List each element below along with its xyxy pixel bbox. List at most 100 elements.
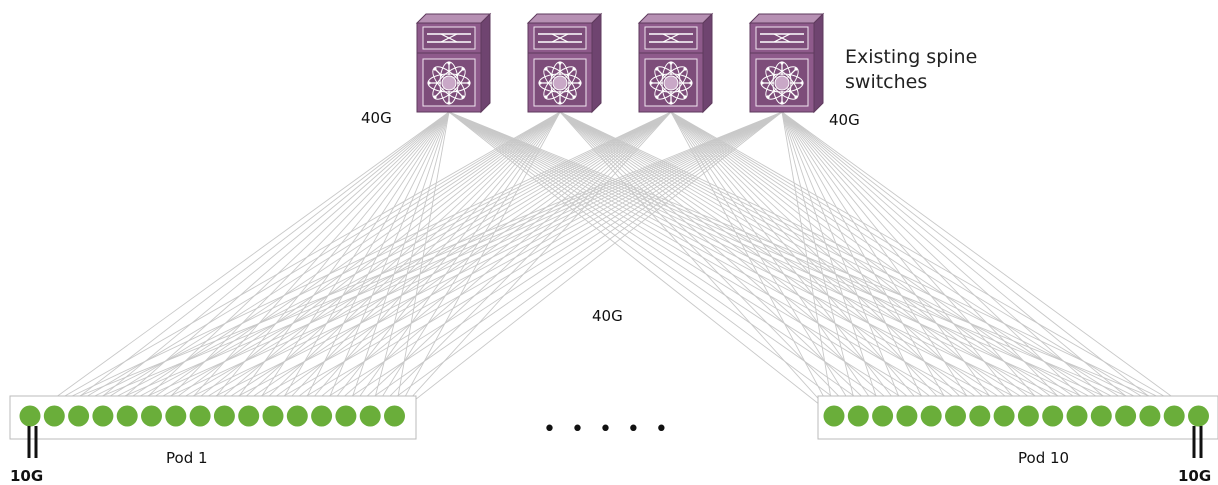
spine-leaf-link [78, 111, 672, 417]
spine-leaf-link [394, 111, 450, 417]
spine-leaf-link [126, 111, 450, 417]
leaf-switch [238, 405, 260, 427]
spine-label-line1: Existing spine [845, 46, 977, 68]
spine-leaf-link [670, 111, 1199, 417]
leaf-switch [311, 405, 333, 427]
spine-leaf-link [559, 111, 908, 417]
spine-leaf-link [781, 111, 884, 417]
spine-leaf-link [559, 111, 1175, 417]
leaf-switch [823, 405, 845, 427]
spine-leaf-link [78, 111, 561, 417]
spine-leaf-link [448, 111, 1102, 417]
leaf-switch [213, 405, 235, 427]
spine-leaf-link [369, 111, 561, 417]
leaf-switch [335, 405, 357, 427]
spine-leaf-link [781, 111, 1029, 417]
spine-leaf-link [248, 111, 783, 417]
leaf-switch [189, 405, 211, 427]
spine-leaf-link [448, 111, 835, 417]
spine-leaf-link [670, 111, 1126, 417]
spine-leaf-link [781, 111, 1151, 417]
spine-leaf-link [559, 111, 1078, 417]
spine-leaf-link [448, 111, 1151, 417]
spine-leaf-link [199, 111, 561, 417]
spine-leaf-link [394, 111, 783, 417]
spine-leaf-link [670, 111, 908, 417]
spine-leaf-link [272, 111, 783, 417]
spine-leaf-link [781, 111, 835, 417]
leaf-switch [116, 405, 138, 427]
spine-switch-icon [526, 12, 603, 114]
spine-leaf-link [54, 111, 561, 417]
spine-leaf-link [781, 111, 859, 417]
spine-leaf-link [345, 111, 672, 417]
leaf-switch [262, 405, 284, 427]
spine-leaf-link [670, 111, 1078, 417]
spine-leaf-link [78, 111, 783, 417]
spine-leaf-link [199, 111, 672, 417]
spine-switch-icon [748, 12, 825, 114]
spine-leaf-link [448, 111, 908, 417]
spine-leaf-link [670, 111, 1005, 417]
spine-leaf-link [175, 111, 561, 417]
spine-leaf-link [345, 111, 450, 417]
spine-leaf-link [448, 111, 932, 417]
spine-leaf-link [102, 111, 672, 417]
leaf-switch [92, 405, 114, 427]
spine-leaf-link [781, 111, 1199, 417]
pod-10-host-link-label: 10G [1178, 467, 1211, 485]
leaf-switch [993, 405, 1015, 427]
spine-leaf-link [54, 111, 672, 417]
leaf-switch [1042, 405, 1064, 427]
leaf-switch [165, 405, 187, 427]
spine-leaf-link [29, 111, 561, 417]
spine-leaf-link [670, 111, 1151, 417]
spine-leaf-link [670, 111, 932, 417]
spine-leaf-link [559, 111, 1053, 417]
spine-leaf-link [175, 111, 450, 417]
spine-leaf-link [297, 111, 672, 417]
leaf-switch [1017, 405, 1039, 427]
pod-10-label: Pod 10 [1018, 449, 1069, 467]
spine-leaf-link [559, 111, 883, 417]
spine-leaf-link [151, 111, 783, 417]
leaf-switch [1188, 405, 1209, 427]
spine-leaf-link [224, 111, 672, 417]
spine-leaf-link [559, 111, 1126, 417]
spine-leaf-link [670, 111, 859, 417]
spine-leaf-link [559, 111, 956, 417]
spine-leaf-link [272, 111, 561, 417]
spine-leaf-link [670, 111, 1175, 417]
spine-leaf-link [127, 111, 783, 417]
spine-leaf-link [272, 111, 672, 417]
leaf-switch [359, 405, 381, 427]
spine-leaf-link [199, 111, 783, 417]
spine-leaf-link [126, 111, 672, 417]
leaf-switch [945, 405, 966, 427]
spine-leaf-link [394, 111, 672, 417]
spine-leaf-link [369, 111, 672, 417]
spine-leaf-link [248, 111, 672, 417]
spine-leaf-link [781, 111, 1005, 417]
spine-leaf-link [670, 111, 1053, 417]
spine-leaf-link [559, 111, 1005, 417]
spine-leaf-link [369, 111, 783, 417]
leaf-switch [896, 405, 918, 427]
spine-leaf-link [272, 111, 450, 417]
link-lines [29, 111, 1199, 417]
leaf-switch [68, 405, 90, 427]
leaf-switch [1163, 405, 1185, 427]
spine-leaf-link [781, 111, 1126, 417]
spine-switch-icon [637, 12, 714, 114]
spine-leaf-link [296, 111, 450, 417]
pod-1-host-link-label: 10G [10, 467, 43, 485]
spine-leaf-link [781, 111, 981, 417]
spine-leaf-link [448, 111, 1078, 417]
spine-leaf-link [448, 111, 1126, 417]
leaf-switch [43, 405, 65, 427]
spine-leaf-link [151, 111, 561, 417]
spine-leaf-link [175, 111, 783, 417]
spine-leaf-link [248, 111, 450, 417]
